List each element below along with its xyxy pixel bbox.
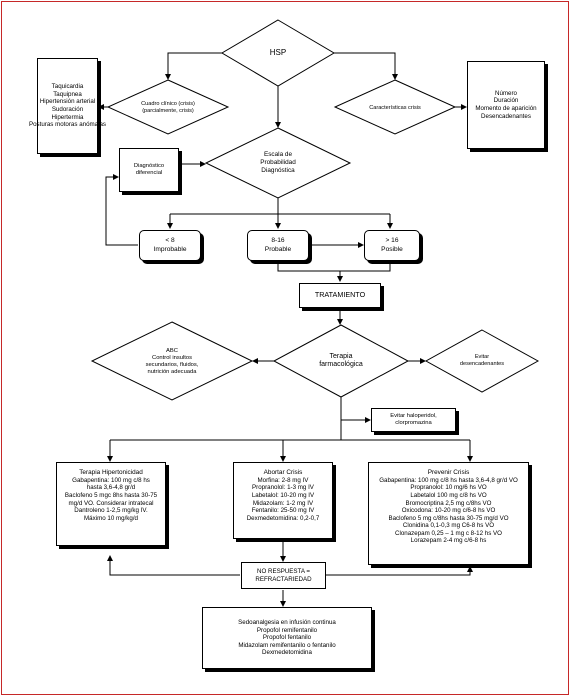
clinical-sign-item: Hipertensión arterial (39, 98, 96, 106)
crisis-feature-item: Momento de aparición (475, 105, 537, 112)
evitar-desencadenantes-diamond (424, 329, 540, 393)
evitar-haloperidol-line: Evitar haloperidol, (390, 412, 437, 419)
cuadro-clinico-diamond (106, 79, 230, 135)
escala-line: Probabilidad (260, 159, 296, 167)
terapia-hipertonicidad-title: Terapia Hipertonicidad (79, 469, 143, 476)
cuadro-clinico-label: Cuadro clínico (crisis)(parcialmente, cr… (141, 101, 195, 114)
evitar-haloperidol-line: clorpromazina (395, 420, 432, 426)
hipertonicidad-item: Gabapentina: 100 mg c/8 hs (72, 476, 150, 484)
prevenir-crisis-box: Prevenir Crisis Gabapentina: 100 mg c/8 … (368, 462, 529, 565)
clinical-sign-item: Taquipnea (53, 90, 82, 98)
abortar-item: Propranolol: 1-3 mg IV (252, 484, 314, 492)
terapia-hipertonicidad-box: Terapia Hipertonicidad Gabapentina: 100 … (56, 462, 166, 546)
clinical-sign-item: Posturas motoras anómalas (28, 121, 107, 129)
crisis-feature-item: Desencadenantes (481, 112, 531, 120)
tratamiento-label: TRATAMIENTO (314, 290, 366, 300)
hipertonicidad-item: Baclofeno 5 mgc 8hs hasta 30-75 (64, 491, 158, 499)
abc-line: secundarios, fluidos, (145, 362, 199, 368)
prevenir-item: Gabapentina: 100 mg c/8 hs hasta 3,6-4,8… (379, 476, 518, 484)
posible-box: > 16 Posible (364, 230, 420, 261)
diagnostico-diferencial-label: Diagnóstico diferencial (133, 162, 165, 176)
prevenir-item: Clonidina 0,1-0,3 mg C6-8 hs VO (402, 522, 495, 530)
terapia-line: Terapia (329, 352, 353, 360)
escala-line: Diagnóstica (261, 166, 295, 174)
sedoanalgesia-item: Propofol fentanilo (262, 634, 312, 642)
crisis-feature-item: Número (494, 89, 517, 97)
probable-label: Probable (264, 245, 292, 253)
improbable-box: < 8 Improbable (139, 230, 201, 261)
prevenir-item: Lorazepam 2-4 mg c/6-8 hs (410, 537, 487, 545)
sedoanalgesia-item: Midazolam remifentanilo o fentanilo (238, 641, 336, 649)
prevenir-item: Labetalol 100 mg c/8 hs VO (410, 491, 487, 499)
no-respuesta-box: NO RESPUESTA =REFRACTARIEDAD (241, 562, 326, 589)
posible-label: Posible (381, 245, 403, 253)
diagnostico-diferencial-box: Diagnóstico diferencial (119, 148, 179, 192)
hsp-node: HSP (269, 48, 287, 58)
posible-score: > 16 (385, 237, 399, 245)
evitar-desencadenantes-line: desencadenantes (459, 361, 505, 367)
caracteristicas-diamond (333, 79, 457, 135)
clinical-sign-item: Taquicardia (51, 83, 84, 91)
terapia-line: farmacológica (319, 361, 363, 368)
abc-diamond (90, 321, 254, 401)
prevenir-item: Oxicodona: 10-20 mg c/6-8 hs VO (401, 507, 496, 515)
prevenir-item: Baclofeno 5 mg c/8hs hasta 30-75 mg/d VO (388, 514, 509, 522)
hipertonicidad-item: mg/d VO. Considerar intratecal (68, 499, 154, 507)
abortar-item: Labetalol: 10-20 mg IV (251, 491, 315, 499)
tratamiento-box: TRATAMIENTO (299, 283, 381, 308)
probable-score: 8-16 (271, 237, 285, 245)
escala-line: Escala de (263, 151, 293, 159)
abc-line: Control insultos (152, 355, 192, 362)
hipertonicidad-item: Dantroleno 1-2,5 mg/kg IV. (74, 507, 148, 515)
abortar-item: Fentanilo: 25-50 mg IV (251, 507, 315, 515)
probable-box: 8-16 Probable (247, 230, 309, 261)
clinical-sign-item: Hipertermia (51, 113, 84, 121)
sedoanalgesia-item: Dexmedetomidina (262, 649, 312, 657)
improbable-score: < 8 (165, 237, 175, 245)
crisis-feature-item: Duración (493, 97, 519, 105)
clinical-sign-item: Sudoración (51, 106, 84, 113)
hipertonicidad-item: hasta 3,6-4,8 gr/d (86, 484, 136, 492)
prevenir-crisis-list: Gabapentina: 100 mg c/8 hs hasta 3,6-4,8… (379, 477, 518, 545)
evitar-desencadenantes-line: Evitar (474, 354, 490, 361)
abortar-item: Dexmedetomidina: 0,2-0,7 (246, 514, 320, 522)
abortar-item: Morfina: 2-8 mg IV (257, 476, 309, 484)
no-respuesta-line: NO RESPUESTA = (256, 567, 310, 575)
abc-line: ABC (166, 348, 178, 355)
sedoanalgesia-item: Sedoanalgesia en infusión continua (238, 619, 336, 627)
evitar-haloperidol-box: Evitar haloperidol,clorpromazina (371, 408, 456, 432)
improbable-label: Improbable (153, 245, 187, 253)
hipertonicidad-item: Máximo 10 mg/kg/d (84, 514, 138, 522)
sedoanalgesia-item: Propofol remifentanilo (256, 626, 318, 634)
prevenir-item: Propranolol: 10 mg/6 hs VO (410, 484, 487, 492)
abortar-item: Midazolam: 1-2 mg IV (252, 499, 314, 507)
prevenir-item: Bromocriptina 2,5 mg c/8hs VO (405, 499, 492, 507)
abc-line: nutrición adecuada (147, 368, 197, 375)
prevenir-crisis-title: Prevenir Crisis (427, 469, 470, 476)
caracteristicas-label: Características crisis (369, 104, 421, 111)
no-respuesta-line: REFRACTARIEDAD (255, 575, 312, 583)
abortar-crisis-title: Abortar Crisis (263, 469, 303, 476)
prevenir-item: Clonazepam 0,25 – 1 mg c 8-12 hs VO (395, 529, 502, 537)
